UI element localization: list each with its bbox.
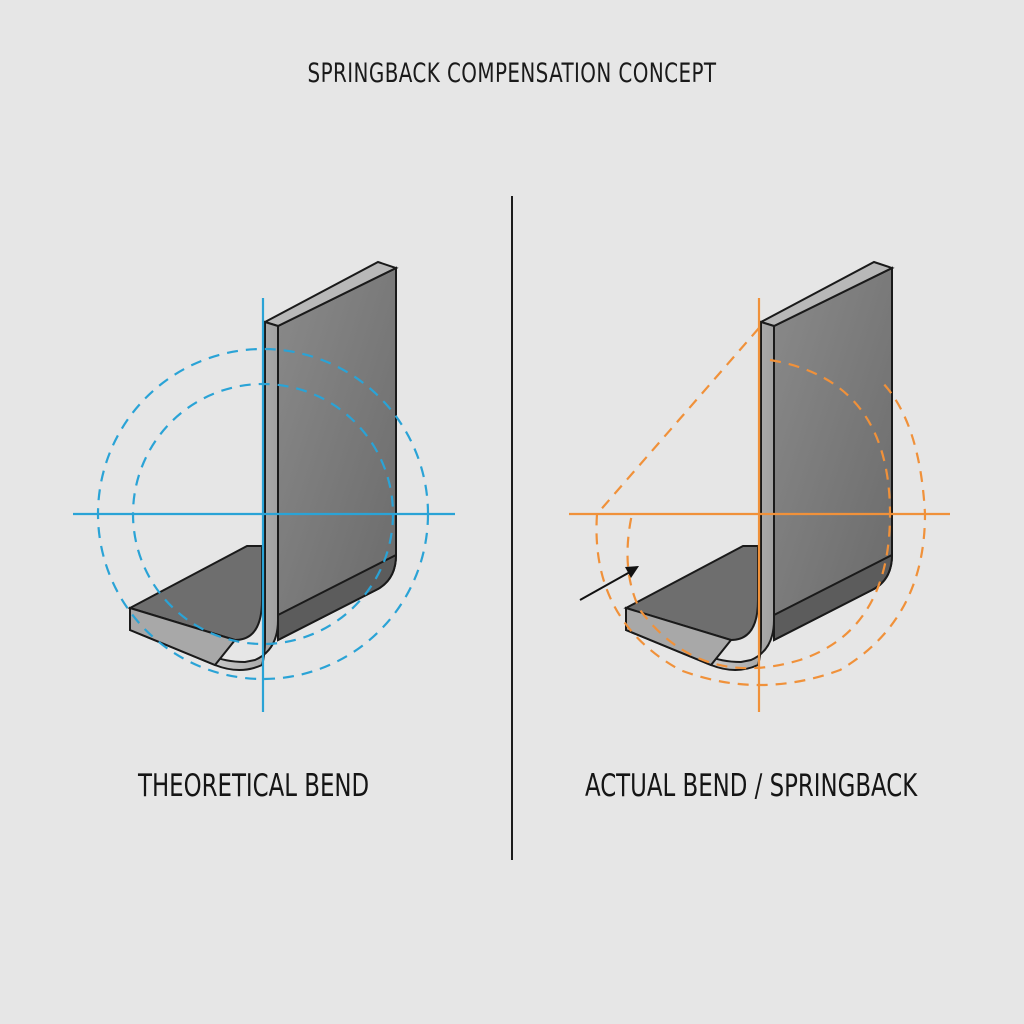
l-bracket-part bbox=[623, 260, 895, 671]
springback-bend-guides bbox=[569, 298, 950, 712]
inner-bend-radius-circle bbox=[131, 382, 395, 646]
outer-bend-radius-circle bbox=[96, 347, 430, 681]
inner-springback-profile bbox=[626, 358, 892, 670]
outer-springback-profile bbox=[595, 327, 927, 687]
springback-arrow bbox=[579, 566, 639, 601]
panel-divider bbox=[511, 196, 513, 860]
arrow-head-icon bbox=[625, 566, 639, 578]
theoretical-bend-label: THEORETICAL BEND bbox=[138, 768, 370, 804]
theoretical-bend-guides bbox=[73, 298, 455, 712]
diagram-title: SPRINGBACK COMPENSATION CONCEPT bbox=[307, 58, 717, 89]
l-bracket-part bbox=[127, 260, 399, 671]
actual-bend-label: ACTUAL BEND / SPRINGBACK bbox=[585, 768, 918, 804]
